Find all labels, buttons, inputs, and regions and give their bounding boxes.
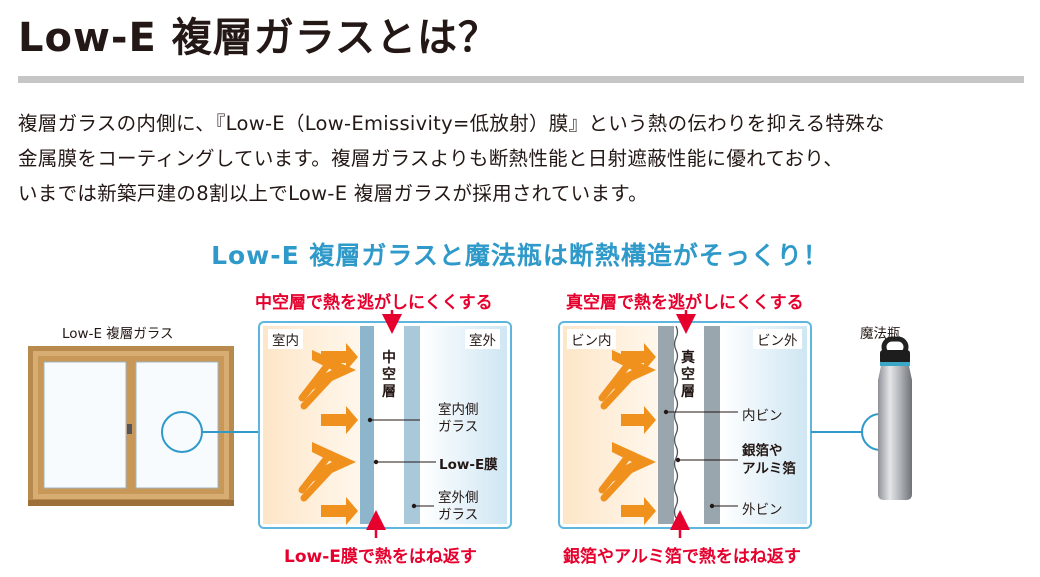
comparison-heading: Low-E 複層ガラスと魔法瓶は断熱構造がそっくり！ bbox=[211, 241, 829, 270]
bottle-diagram bbox=[558, 310, 812, 538]
intro-line-3: いまでは新築戸建の8割以上でLow-E 複層ガラスが採用されています。 bbox=[18, 182, 648, 205]
glass-diagram bbox=[258, 310, 512, 538]
glass-part-lowe-film: Low-E膜 bbox=[439, 457, 498, 473]
glass-layer-label: 中空層 bbox=[382, 350, 396, 400]
bottle-top-callout: 真空層で熱を逃がしにくくする bbox=[566, 293, 804, 313]
glass-part-outer-glass: 室外側 ガラス bbox=[438, 490, 479, 523]
bottle-part-inner: 内ビン bbox=[742, 408, 783, 424]
page-title: Low-E 複層ガラスとは？ bbox=[18, 15, 499, 61]
intro-line-1: 複層ガラスの内側に､『Low-E（Low-Emissivity=低放射）膜』とい… bbox=[18, 112, 885, 135]
thermos-product-label: 魔法瓶 bbox=[860, 326, 901, 342]
glass-product-label: Low-E 複層ガラス bbox=[62, 326, 174, 342]
bottle-layer-label: 真空層 bbox=[681, 350, 695, 400]
intro-paragraph: 複層ガラスの内側に､『Low-E（Low-Emissivity=低放射）膜』とい… bbox=[18, 106, 1028, 211]
glass-inside-label: 室内 bbox=[268, 329, 303, 349]
intro-line-2: 金属膜をコーティングしています。複層ガラスよりも断熱性能と日射遮蔽性能に優れてお… bbox=[18, 147, 844, 170]
title-underline bbox=[18, 76, 1024, 83]
bottle-outside-label: ビン外 bbox=[753, 329, 802, 349]
thermos-illustration bbox=[878, 336, 912, 500]
glass-bottom-callout: Low-E膜で熱をはね返す bbox=[284, 547, 477, 567]
bottle-part-outer: 外ビン bbox=[742, 502, 783, 518]
glass-part-inner-glass: 室内側 ガラス bbox=[438, 402, 479, 435]
glass-top-callout: 中空層で熱を逃がしにくくする bbox=[255, 293, 493, 313]
window-illustration bbox=[28, 346, 234, 506]
bottle-part-foil: 銀箔や アルミ箔 bbox=[742, 443, 796, 477]
bottle-inside-label: ビン内 bbox=[567, 329, 616, 349]
glass-outside-label: 室外 bbox=[465, 329, 500, 349]
bottle-bottom-callout: 銀箔やアルミ箔で熱をはね返す bbox=[563, 547, 801, 567]
